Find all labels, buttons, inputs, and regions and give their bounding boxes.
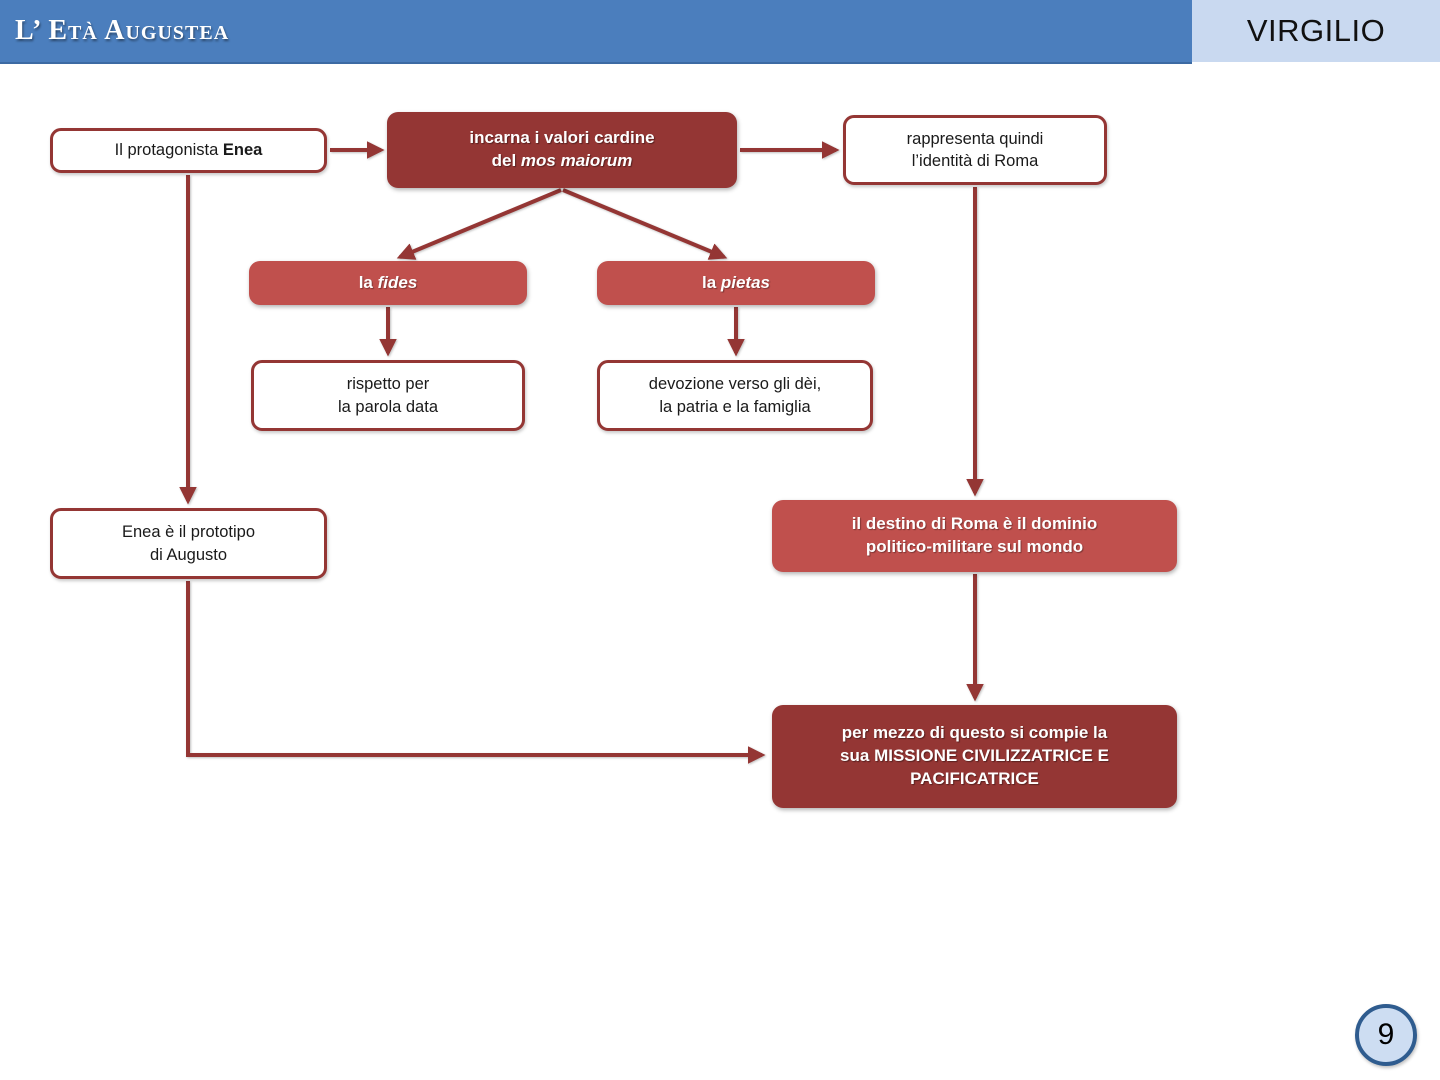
page-title: L’ Età Augustea bbox=[15, 15, 230, 46]
section-title: VIRGILIO bbox=[1246, 13, 1386, 48]
node-text-line2: del mos maiorum bbox=[491, 151, 633, 170]
node-rappresenta-identita-roma: rappresenta quindi l’identità di Roma bbox=[843, 115, 1107, 185]
node-text: la fides bbox=[358, 272, 418, 292]
node-text-line1: Enea è il prototipo bbox=[121, 523, 255, 542]
arrow-incarna-to-pietas bbox=[562, 188, 728, 260]
page-number: 9 bbox=[1377, 1018, 1395, 1051]
node-text-line2: di Augusto bbox=[149, 545, 228, 564]
node-pietas: la pietas bbox=[597, 261, 875, 305]
node-destino-roma-dominio: il destino di Roma è il dominio politico… bbox=[772, 500, 1177, 572]
arrow-incarna-to-fides bbox=[396, 188, 562, 260]
node-text-line1: rappresenta quindi bbox=[906, 129, 1044, 148]
node-protagonista-enea: Il protagonista Enea bbox=[50, 128, 327, 173]
node-text-line2: la patria e la famiglia bbox=[659, 397, 811, 416]
node-text-line2: politico-militare sul mondo bbox=[865, 537, 1084, 556]
node-text-line1: per mezzo di questo si compie la bbox=[841, 723, 1108, 743]
node-text-line2: l’identità di Roma bbox=[911, 152, 1039, 170]
header-bar: L’ Età Augustea bbox=[0, 0, 1192, 64]
node-enea-prototipo-augusto: Enea è il prototipo di Augusto bbox=[50, 508, 327, 579]
node-devozione-dei-patria-famiglia: devozione verso gli dèi, la patria e la … bbox=[597, 360, 873, 431]
page-number-badge: 9 bbox=[1355, 1004, 1417, 1066]
node-incarna-valori-mos-maiorum: incarna i valori cardine del mos maiorum bbox=[387, 112, 737, 188]
node-missione-civilizzatrice: per mezzo di questo si compie la sua MIS… bbox=[772, 705, 1177, 808]
node-text-line2: la parola data bbox=[338, 397, 438, 416]
node-text-line1: il destino di Roma è il dominio bbox=[851, 514, 1098, 534]
node-text-line2: sua MISSIONE CIVILIZZATRICE E bbox=[840, 746, 1109, 766]
node-text-line3: PACIFICATRICE bbox=[910, 768, 1039, 788]
node-text-line1: devozione verso gli dèi, bbox=[648, 375, 822, 394]
node-text-line1: incarna i valori cardine bbox=[469, 128, 655, 148]
arrow-prototipo-to-missione bbox=[186, 581, 766, 764]
node-text: la pietas bbox=[701, 272, 771, 292]
node-text-line1: rispetto per bbox=[346, 375, 430, 394]
node-text: Il protagonista Enea bbox=[114, 141, 263, 160]
node-rispetto-parola-data: rispetto per la parola data bbox=[251, 360, 525, 431]
node-fides: la fides bbox=[249, 261, 527, 305]
header-section-tab: VIRGILIO bbox=[1192, 0, 1440, 62]
